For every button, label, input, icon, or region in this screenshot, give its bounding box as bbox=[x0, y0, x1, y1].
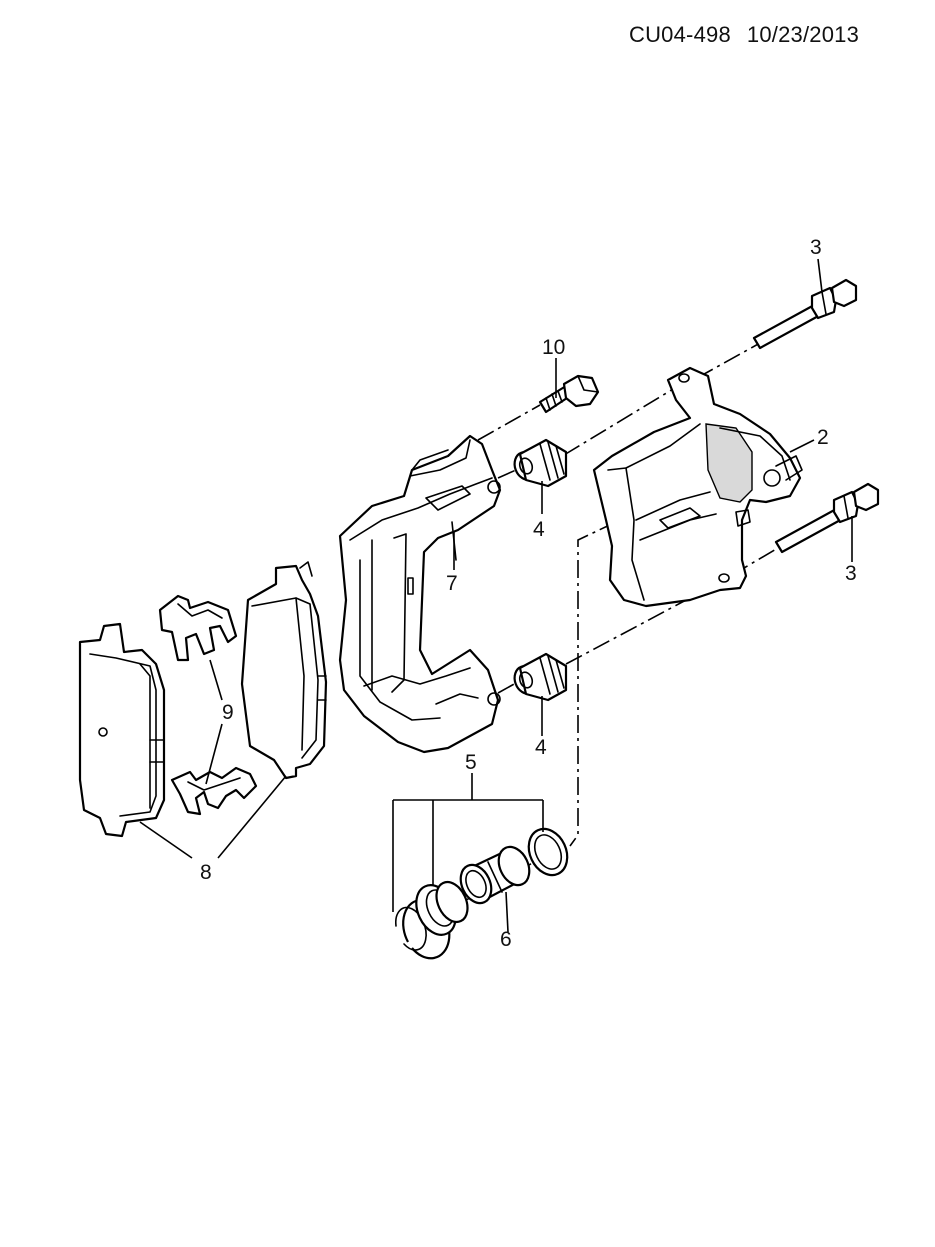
guide-pin-boot-lower bbox=[513, 652, 568, 702]
callout-5: 5 bbox=[465, 751, 477, 774]
callout-6: 6 bbox=[500, 928, 512, 951]
callout-10: 10 bbox=[542, 336, 565, 359]
callout-labels: 3 2 3 10 4 7 4 5 6 9 8 bbox=[200, 236, 857, 951]
leader-lines bbox=[139, 258, 853, 933]
caliper-housing bbox=[592, 366, 803, 608]
brake-pad-outer bbox=[78, 622, 166, 838]
brake-pad-inner bbox=[240, 561, 328, 780]
callout-3-bottom: 3 bbox=[845, 562, 857, 585]
pad-clip-lower bbox=[170, 766, 258, 816]
seal-kit bbox=[395, 827, 569, 960]
guide-pin-bolt-lower bbox=[774, 482, 880, 554]
diagram-code: CU04-498 bbox=[629, 22, 731, 47]
callout-8: 8 bbox=[200, 861, 212, 884]
callout-7: 7 bbox=[446, 572, 458, 595]
caliper-bracket bbox=[338, 434, 502, 754]
callout-3-top: 3 bbox=[810, 236, 822, 259]
caliper-piston bbox=[459, 845, 531, 905]
bracket-bolt bbox=[538, 374, 600, 414]
diagram-date: 10/23/2013 bbox=[746, 22, 859, 47]
callout-4-bottom: 4 bbox=[535, 736, 547, 759]
callout-2: 2 bbox=[817, 426, 829, 449]
guide-pin-boot-upper bbox=[513, 438, 568, 488]
callout-4-top: 4 bbox=[533, 518, 545, 541]
guide-pin-bolt-upper bbox=[752, 278, 858, 350]
pad-clip-upper bbox=[158, 594, 238, 662]
callout-9: 9 bbox=[222, 701, 234, 724]
diagram-header: CU04-498 10/23/2013 bbox=[629, 22, 859, 48]
